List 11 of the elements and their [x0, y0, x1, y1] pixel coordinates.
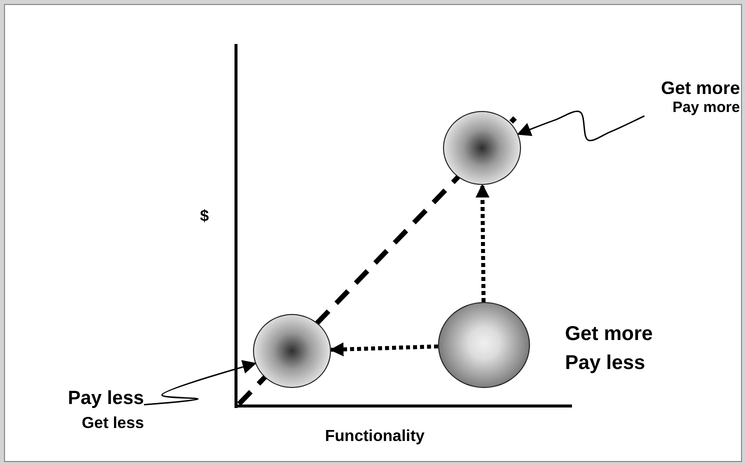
annotation-text: Get less — [80, 414, 144, 434]
leader-line — [144, 360, 257, 406]
annotation-text: Pay less — [66, 388, 144, 410]
axis-title: $ — [200, 208, 209, 226]
annotation-text: Pay more — [671, 98, 740, 116]
leader-line — [516, 110, 645, 142]
annotation-text: Get more Pay less — [565, 322, 654, 376]
dotted-arrow — [330, 342, 438, 356]
axis-title: Functionality — [325, 428, 425, 446]
dotted-arrow — [476, 184, 490, 302]
annotation-text: Get more — [660, 78, 740, 99]
